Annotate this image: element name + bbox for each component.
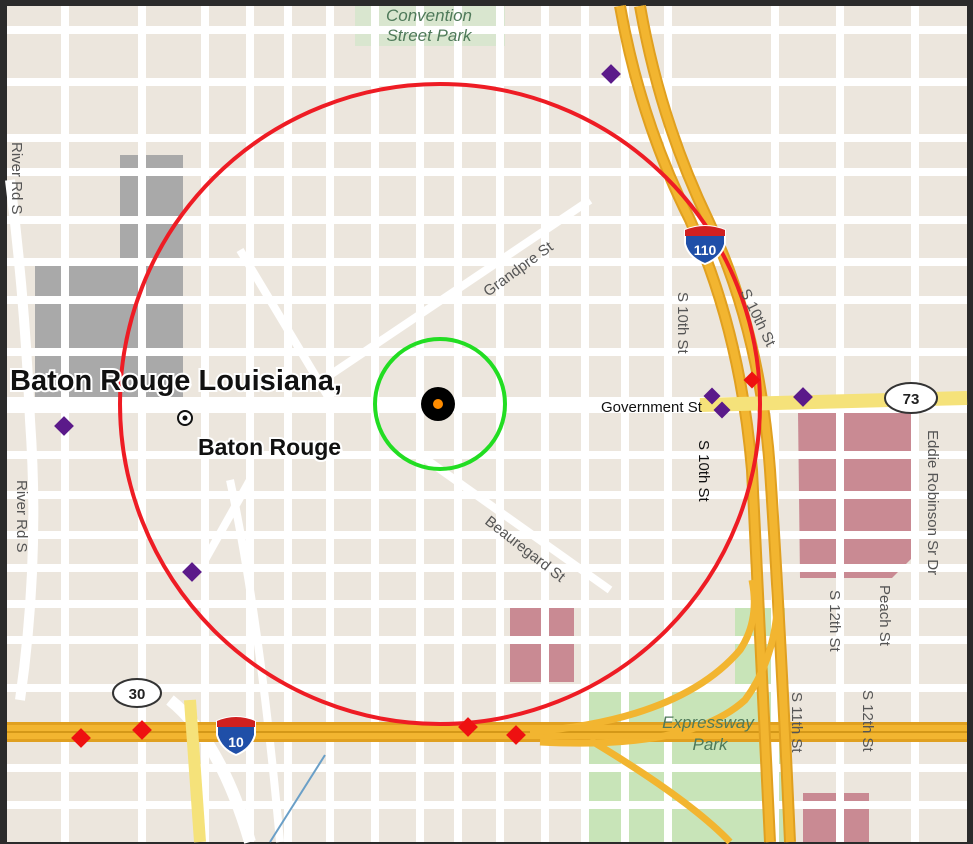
i10-shield-text: 10 (228, 734, 244, 750)
expressway-park-label-1: Expressway (662, 713, 755, 732)
route30-shield-text: 30 (129, 686, 146, 703)
marker-purple[interactable] (793, 387, 813, 407)
i110-shield-text: 110 (694, 242, 717, 258)
eddie-robinson-label: Eddie Robinson Sr Dr (924, 430, 941, 575)
marker-red[interactable] (458, 717, 478, 737)
marker-red[interactable] (506, 725, 526, 745)
i10-shield: 10 (216, 716, 256, 757)
convention-park-label-2: Street Park (386, 26, 473, 45)
expressway-park-label-2: Park (693, 735, 729, 754)
route30-shield: 30 (112, 678, 162, 708)
river-rd-label-1: River Rd S (8, 142, 25, 215)
i110-shield: 110 (684, 225, 726, 266)
city-point-marker-dot (182, 415, 188, 421)
river-rd-label-2: River Rd S (13, 480, 30, 553)
s11th-label: S 11th St (788, 692, 805, 753)
route73-shield: 73 (884, 382, 938, 414)
outer-radius-ring (118, 82, 762, 726)
marker-purple[interactable] (713, 401, 731, 419)
marker-purple[interactable] (703, 387, 721, 405)
center-marker-dot (433, 399, 443, 409)
convention-park-label-1: Convention (386, 6, 472, 25)
s10th-label-c: S 10th St (695, 440, 712, 503)
city-label: Baton Rouge (198, 434, 341, 460)
place-title-label: Baton Rouge Louisiana, (10, 365, 342, 397)
marker-red[interactable] (743, 371, 761, 389)
marker-purple[interactable] (54, 416, 74, 436)
peach-street-label: Peach St (876, 585, 893, 647)
s12th-label-a: S 12th St (826, 590, 843, 653)
route73-shield-text: 73 (903, 391, 920, 408)
s10th-label-a: S 10th St (674, 292, 691, 355)
government-street-label: Government St (601, 399, 703, 416)
inner-radius-ring (373, 337, 507, 471)
s12th-label-b: S 12th St (859, 690, 876, 753)
